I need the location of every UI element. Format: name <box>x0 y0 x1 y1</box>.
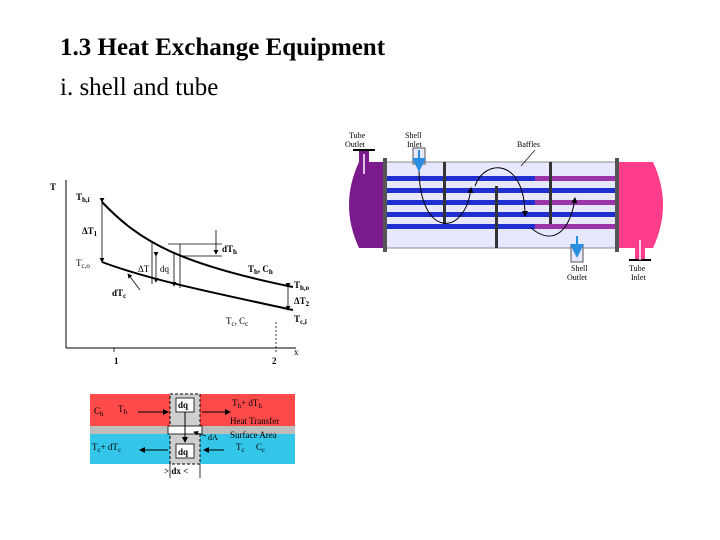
dtc-label: dTc <box>112 288 126 300</box>
tc-in-label: Tc,i <box>294 314 307 326</box>
slide-title: 1.3 Heat Exchange Equipment <box>60 34 386 61</box>
delta-t1-label: ΔT1 <box>82 226 98 238</box>
shell-outlet-label-2: Outlet <box>567 273 588 282</box>
baffle-3 <box>549 162 552 224</box>
cc-label: Cc <box>256 442 265 454</box>
th-out-label: Th,o <box>294 280 310 292</box>
tube-outlet-label-2: Outlet <box>345 140 366 149</box>
delta-t-label: ΔT <box>138 264 150 274</box>
shell-flow-arrow-2 <box>474 167 528 217</box>
tube-inlet-head <box>617 162 663 248</box>
cold-fluid-curve <box>101 261 294 311</box>
shell-and-tube-exchanger: Tube Outlet Shell Inlet Baffles Shell Ou… <box>345 131 663 282</box>
surface-area-label: Surface Area <box>230 430 277 440</box>
dq-label: dq <box>160 264 170 274</box>
differential-element-diagram: Ch Th dq Th+ dTh Heat Transfer dA Surfac… <box>90 393 295 478</box>
slide-subtitle: i. shell and tube <box>60 74 219 101</box>
dth-label: dTh <box>222 244 237 256</box>
th-dth-label: Th+ dTh <box>232 398 262 410</box>
dx-label: > dx < <box>164 466 188 476</box>
heat-transfer-label: Heat Transfer <box>230 416 279 426</box>
baffle-1 <box>443 162 446 224</box>
shell-inlet-label: Shell <box>405 131 422 140</box>
tc-label: Tc <box>236 442 245 454</box>
baffles-label: Baffles <box>517 140 540 149</box>
dq-top-label: dq <box>178 400 188 410</box>
temperature-profile-plot: T x 1 2 Th,i ΔT1 Tc,o dTh ΔT dq Th, Ch d… <box>50 180 310 366</box>
hot-fluid-curve <box>101 201 294 288</box>
tube-1 <box>387 176 615 181</box>
y-axis-label: T <box>50 182 56 192</box>
shell-outlet-label: Shell <box>571 264 588 273</box>
tube-3 <box>387 200 615 205</box>
tube-outlet-head <box>349 162 385 248</box>
shell-flow-arrow-3 <box>530 197 578 237</box>
th-label: Th <box>118 404 128 416</box>
dq-bottom-label: dq <box>178 447 188 457</box>
tc-dtc-label: Tc+ dTc <box>92 442 121 454</box>
da-label: dA <box>208 433 218 442</box>
tube-outlet-label: Tube <box>349 131 366 140</box>
dtc-arrow <box>127 273 141 291</box>
x-axis-label: x <box>294 347 299 357</box>
baffle-2 <box>495 186 498 248</box>
ch-label: Ch <box>94 406 104 418</box>
tc-cc-label: Tc, Cc <box>226 316 248 328</box>
th-in-label: Th,i <box>76 192 90 204</box>
shell-flow-arrow-1 <box>418 167 474 224</box>
x-tick-2: 2 <box>272 356 277 366</box>
tc-out-label: Tc,o <box>76 258 90 270</box>
tube-2 <box>387 188 615 193</box>
da-pointer <box>193 430 207 437</box>
shell-inlet-label-2: Inlet <box>407 140 422 149</box>
x-tick-1: 1 <box>114 356 119 366</box>
tube-5 <box>387 224 615 229</box>
tube-4 <box>387 212 615 217</box>
delta-t2-label: ΔT2 <box>294 296 310 308</box>
tube-inlet-label: Tube <box>629 264 646 273</box>
tube-inlet-label-2: Inlet <box>631 273 646 282</box>
th-ch-label: Th, Ch <box>248 264 273 276</box>
